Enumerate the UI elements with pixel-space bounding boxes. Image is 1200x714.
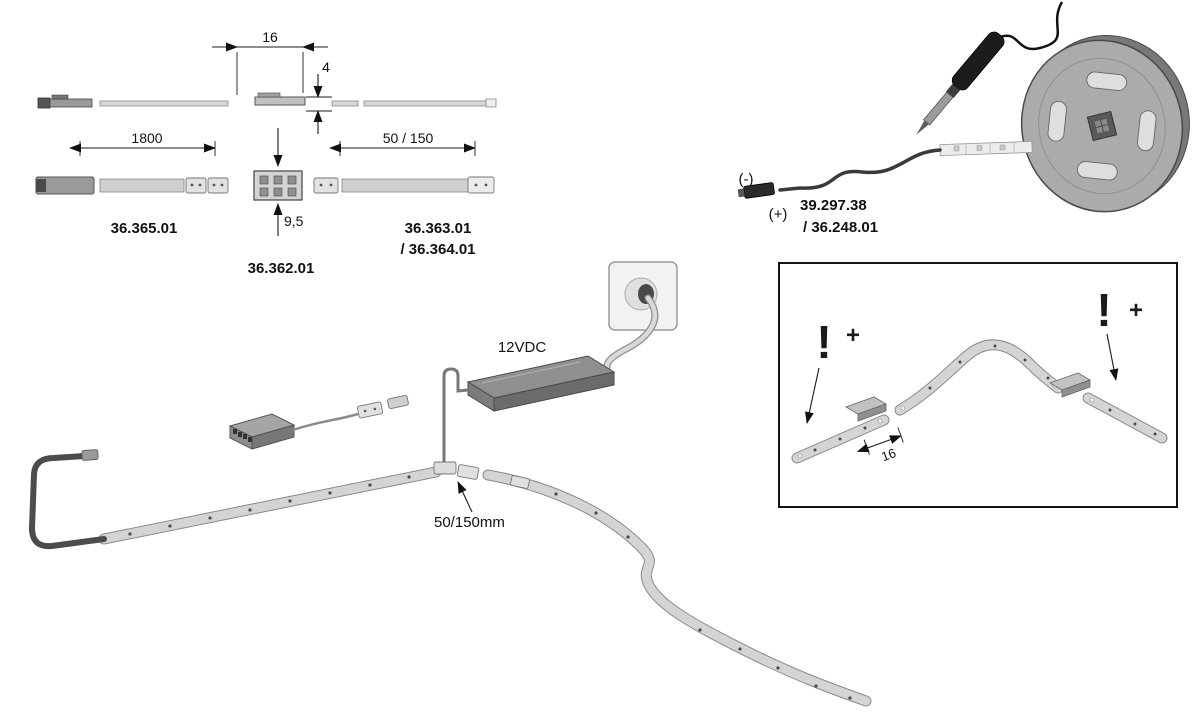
- side-plug-body: [49, 98, 93, 108]
- top-end-connector: [467, 176, 495, 194]
- side-end-cap: [485, 98, 497, 108]
- top-plug-cap: [36, 179, 46, 192]
- dimension-thickness-4: 4: [306, 59, 332, 134]
- led-strip-run-right: [456, 464, 872, 707]
- part-number-36364: / 36.364.01: [400, 241, 475, 258]
- warning-icon-right: !: [1096, 284, 1111, 336]
- inline-connector-b: [387, 394, 409, 410]
- profile-side-view: [37, 92, 497, 109]
- side-connector-center: [254, 96, 306, 106]
- part-number-36363: 36.363.01: [405, 220, 472, 237]
- dim-thickness-label: 4: [322, 59, 330, 75]
- detail-dimension-16: 16: [856, 427, 904, 464]
- reel-slot: [1076, 161, 1118, 181]
- soldering-iron-shaft: [923, 91, 954, 126]
- side-strip-short: [331, 100, 359, 107]
- reel-slot: [1137, 110, 1157, 152]
- clip-connector-a: [185, 177, 207, 194]
- polarity-plus-label: (+): [769, 206, 788, 223]
- reel-assembly: (-) (+) 39.297.38 / 36.248.01: [737, 1, 1190, 236]
- reel-strip-lead: [737, 140, 1033, 199]
- soldering-iron-cord: [999, 1, 1064, 51]
- part-number-36365: 36.365.01: [111, 220, 178, 237]
- end-loop-cable: [29, 453, 107, 550]
- feed-wire: [778, 148, 942, 192]
- lead-annotation-arrow: [457, 481, 473, 513]
- reel-slot: [1086, 71, 1128, 91]
- strip-feed-connector: [433, 461, 457, 475]
- warning-arrow-right: [1106, 333, 1119, 381]
- inline-connector-a: [356, 401, 384, 419]
- dimension-drawing: 16 4 1800: [35, 29, 497, 277]
- dimension-width-16: 16: [212, 29, 328, 95]
- polarity-minus-label: (-): [739, 171, 754, 188]
- side-strip-left: [99, 100, 229, 107]
- top-strip-left: [99, 178, 185, 193]
- strip-clip-connector-2: [510, 475, 530, 489]
- warning-icon-left: !: [816, 316, 831, 368]
- side-plug-latch: [51, 94, 69, 100]
- reel-slot: [1047, 100, 1067, 142]
- psu-output-cable: [442, 367, 470, 465]
- distributor-block: [228, 412, 359, 450]
- dim-9-5-label: 9,5: [284, 213, 304, 229]
- strip-clip-connector: [456, 464, 480, 480]
- power-supply-label: 12VDC: [498, 339, 547, 356]
- soldering-iron-tip: [916, 120, 930, 135]
- led-strip-reel: [1020, 34, 1190, 213]
- lead-length-label: 50/150mm: [434, 514, 505, 531]
- detail-box-frame: [778, 262, 1178, 508]
- soldering-iron: [916, 31, 1005, 135]
- power-supply: [466, 355, 616, 412]
- clip-connector-b: [207, 177, 229, 194]
- distributor-cable: [292, 412, 359, 432]
- dim-50-150-label: 50 / 150: [383, 130, 434, 146]
- warning-arrow-left: [804, 367, 820, 424]
- warning-plus-left: +: [846, 322, 860, 349]
- mains-cable: [604, 295, 658, 371]
- profile-top-view: [35, 170, 495, 201]
- reel-strip-tape: [939, 140, 1033, 157]
- part-number-36362: 36.362.01: [248, 260, 315, 277]
- loop-end-plug: [81, 449, 99, 461]
- led-strip-run-left: [98, 461, 457, 545]
- dim-width-label: 16: [262, 29, 278, 45]
- connection-detail-box: ! + ! + 16: [778, 262, 1178, 508]
- clip-connector-c: [313, 177, 339, 194]
- part-number-36248: / 36.248.01: [803, 219, 878, 236]
- dim-1800-label: 1800: [131, 130, 162, 146]
- detail-clip-connector-b: [1049, 372, 1091, 398]
- wall-socket: [603, 261, 678, 372]
- top-strip-right: [341, 178, 469, 193]
- side-plug-cap: [37, 97, 51, 109]
- dimension-length-1800: 1800: [69, 130, 216, 156]
- dimension-height-9-5: 9,5: [273, 203, 304, 236]
- installation-diagram: 12VDC: [29, 261, 872, 707]
- warning-plus-right: +: [1129, 297, 1143, 324]
- side-connector-bump: [257, 92, 281, 98]
- soldering-iron-handle: [951, 31, 1005, 91]
- detail-dim-16-label: 16: [879, 445, 898, 464]
- dimension-lead-50-150: 50 / 150: [329, 130, 476, 156]
- feed-wire-connector: [737, 182, 775, 199]
- side-strip-right: [363, 100, 487, 107]
- part-number-39297: 39.297.38: [800, 197, 867, 214]
- detail-clip-connector-a: [845, 396, 887, 422]
